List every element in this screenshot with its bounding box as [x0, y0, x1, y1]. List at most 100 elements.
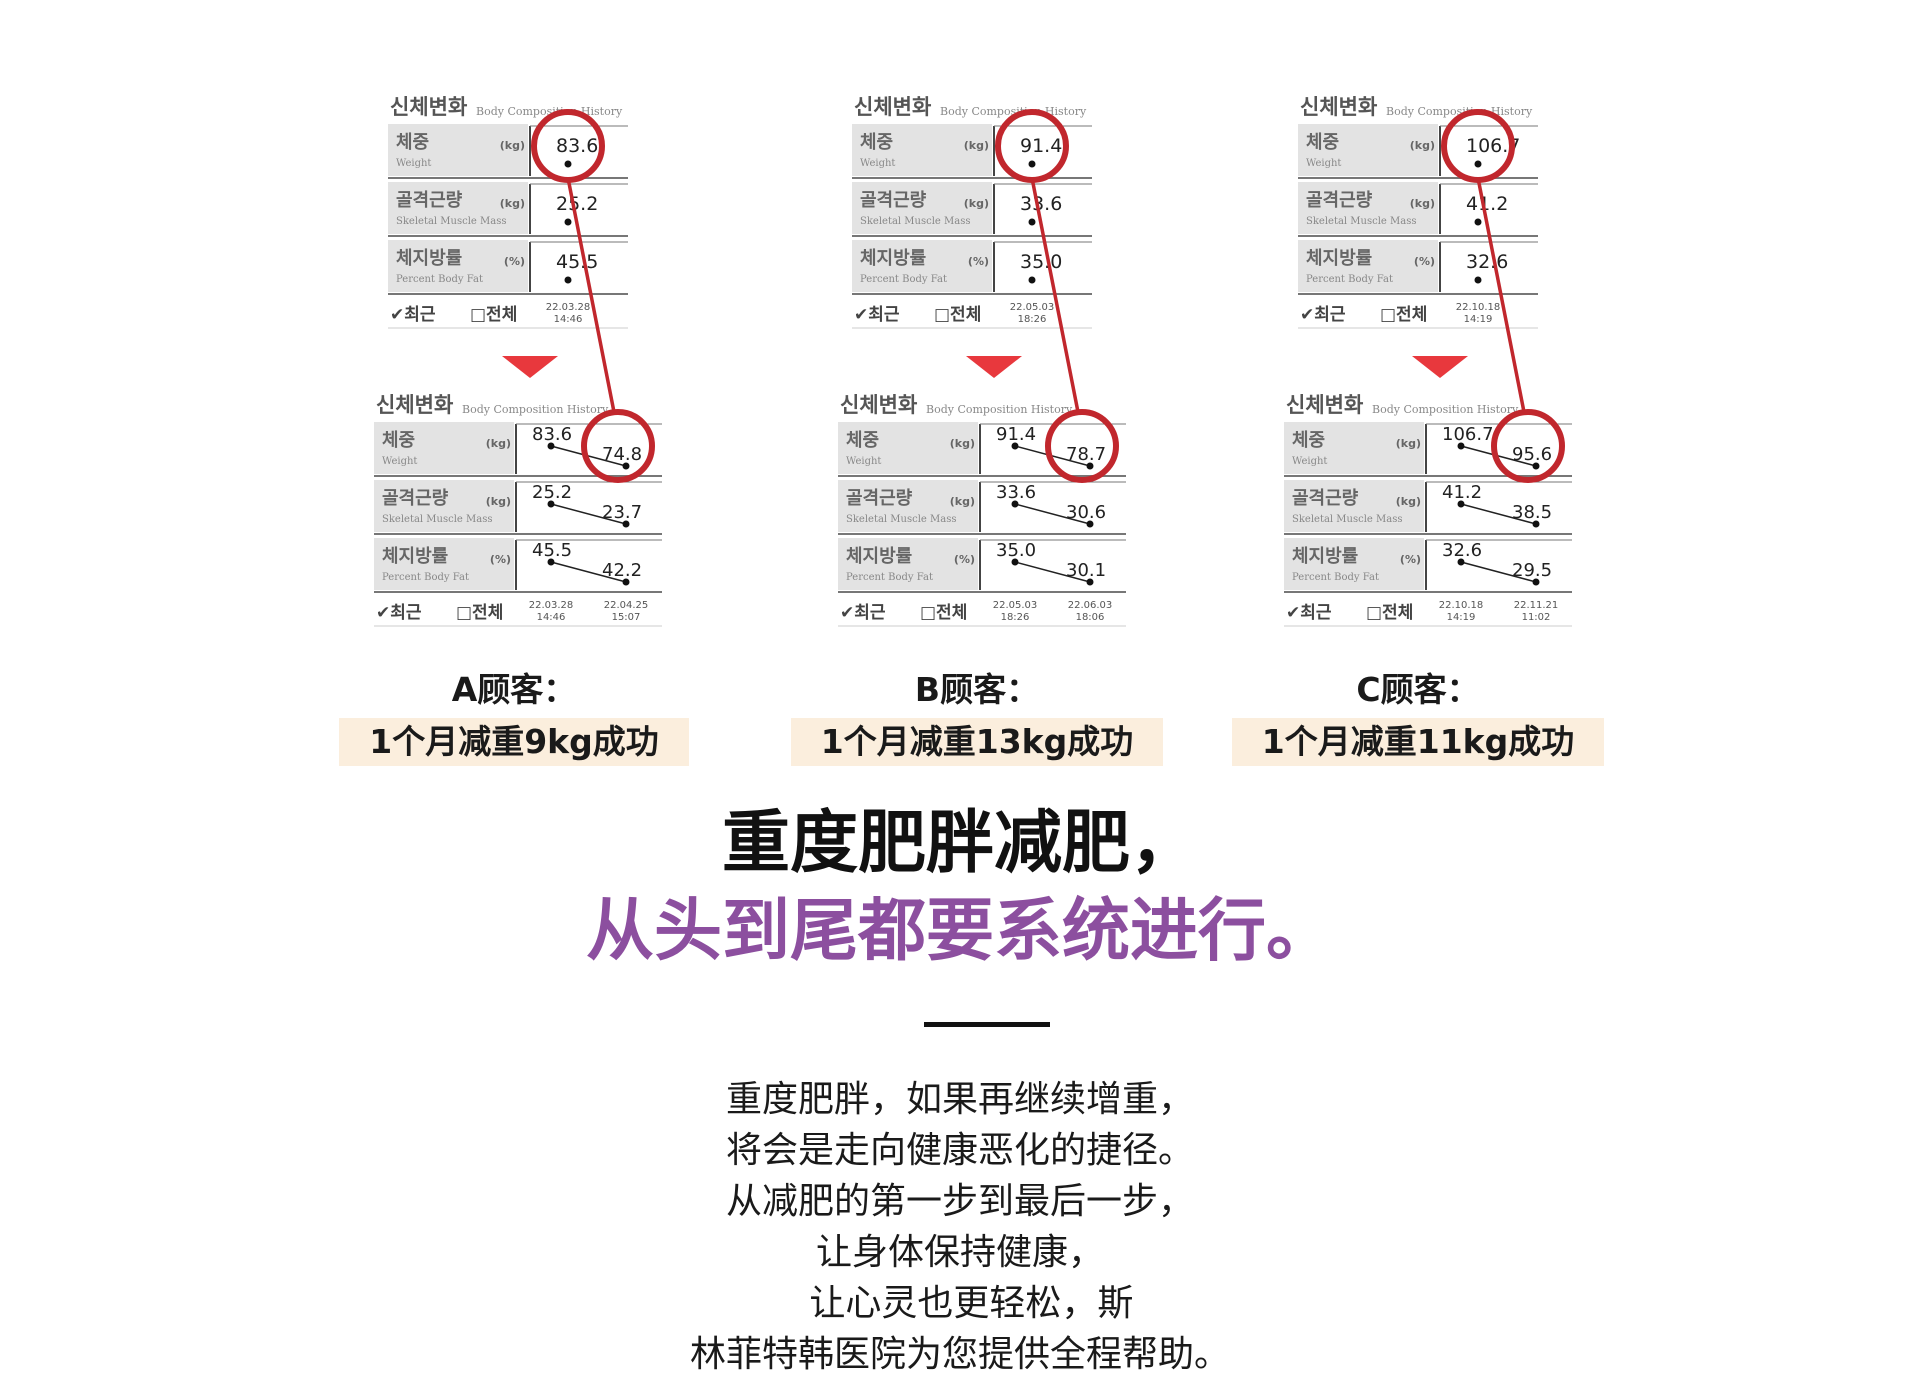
after-unit: (kg) [486, 495, 511, 508]
after-time: 18:06 [1076, 612, 1105, 623]
before-value-weight: 83.6 [556, 135, 598, 157]
after-recent-label: ✔최근 [840, 603, 886, 623]
after-label-ko: 체중 [846, 430, 879, 451]
before-row-bg [852, 124, 992, 176]
after-title-ko: 신체변화 [376, 393, 454, 417]
divider [924, 1022, 1050, 1027]
after-value-pbf: 42.2 [602, 560, 642, 581]
after-label-en: Percent Body Fat [382, 572, 469, 583]
highlight-connector [1030, 177, 1080, 413]
after-prev-value-weight: 106.7 [1442, 424, 1494, 445]
before-unit: (kg) [964, 139, 989, 152]
before-point-weight [1028, 160, 1036, 168]
after-row-bg [1284, 480, 1424, 532]
before-point-weight [564, 160, 572, 168]
customer-c-caption: C顾客： 1个月减重11kg成功 [1198, 668, 1638, 766]
before-title-ko: 신체변화 [1300, 95, 1378, 119]
after-point-weight [622, 462, 630, 470]
after-row-bg [838, 538, 978, 590]
after-point-weight [1532, 462, 1540, 470]
after-value-smm: 38.5 [1512, 502, 1552, 523]
before-weight-highlight-circle [531, 109, 605, 183]
before-time: 14:46 [554, 314, 583, 325]
after-all-label: □전체 [1366, 603, 1413, 623]
before-point-pbf [564, 276, 572, 284]
after-value-pbf: 29.5 [1512, 560, 1552, 581]
before-value-smm: 25.2 [556, 193, 598, 215]
after-row-bg [838, 480, 978, 532]
after-title-en: Body Composition History [1372, 403, 1519, 416]
after-label-ko: 체중 [1292, 430, 1325, 451]
after-title-en: Body Composition History [462, 403, 609, 416]
before-label-ko: 체지방률 [860, 248, 926, 269]
after-point-smm [1086, 520, 1094, 528]
body-line-2: 将会是走向健康恶化的捷径。 [725, 1130, 1194, 1171]
trend-line-pbf [1014, 561, 1091, 583]
before-unit: (kg) [1410, 139, 1435, 152]
after-value-pbf: 30.1 [1066, 560, 1106, 581]
down-arrow-icon [502, 356, 558, 378]
after-prev-time: 14:46 [537, 612, 566, 623]
prev-point-smm [547, 500, 555, 508]
after-label-ko: 체지방률 [1292, 546, 1358, 567]
headline-line-1: 重度肥胖减肥， [721, 804, 1198, 883]
after-prev-value-weight: 91.4 [996, 424, 1036, 445]
after-prev-date: 22.10.18 [1439, 600, 1484, 611]
before-time: 14:19 [1464, 314, 1493, 325]
body-line-5: 让心灵也更轻松，斯 [786, 1283, 1134, 1324]
down-arrow-icon [966, 356, 1022, 378]
before-label-ko: 체중 [1306, 132, 1339, 153]
after-weight-highlight-circle [1045, 409, 1119, 483]
customer-b-result: 1个月减重13kg成功 [790, 718, 1164, 766]
before-unit: (%) [1414, 255, 1435, 268]
after-date: 22.06.03 [1068, 600, 1113, 611]
after-unit: (%) [954, 553, 975, 566]
before-label-en: Weight [1306, 158, 1341, 169]
prev-point-weight [1457, 442, 1465, 450]
before-label-ko: 골격근량 [1306, 190, 1373, 211]
after-label-en: Weight [1292, 456, 1327, 467]
before-label-ko: 체중 [860, 132, 893, 153]
body-line-6: 林菲特韩医院为您提供全程帮助。 [689, 1334, 1230, 1375]
before-row-bg [1298, 124, 1438, 176]
after-prev-value-pbf: 35.0 [996, 540, 1036, 561]
after-unit: (kg) [950, 495, 975, 508]
after-label-ko: 체중 [382, 430, 415, 451]
after-row-bg [374, 480, 514, 532]
after-prev-value-smm: 41.2 [1442, 482, 1482, 503]
before-weight-highlight-circle [1441, 109, 1515, 183]
after-label-en: Weight [846, 456, 881, 467]
after-date: 22.04.25 [604, 600, 649, 611]
after-row-bg [374, 422, 514, 474]
after-prev-value-pbf: 32.6 [1442, 540, 1482, 561]
before-point-smm [1028, 218, 1036, 226]
before-label-ko: 체지방률 [396, 248, 462, 269]
after-recent-label: ✔최근 [376, 603, 422, 623]
prev-point-smm [1011, 500, 1019, 508]
after-title-en: Body Composition History [926, 403, 1073, 416]
after-all-label: □전체 [920, 603, 967, 623]
headline: 重度肥胖减肥， 从头到尾都要系统进行。 [0, 800, 1920, 976]
before-unit: (kg) [500, 197, 525, 210]
after-point-smm [622, 520, 630, 528]
before-row-bg [852, 182, 992, 234]
after-prev-time: 18:26 [1001, 612, 1030, 623]
after-point-weight [1086, 462, 1094, 470]
trend-line-smm [550, 503, 627, 525]
before-recent-label: ✔최근 [1300, 305, 1346, 325]
after-unit: (kg) [1396, 495, 1421, 508]
trend-line-smm [1014, 503, 1091, 525]
before-row-bg [1298, 240, 1438, 292]
before-value-weight: 91.4 [1020, 135, 1062, 157]
before-label-en: Percent Body Fat [1306, 274, 1393, 285]
before-point-weight [1474, 160, 1482, 168]
trend-line-pbf [1460, 561, 1537, 583]
customer-c-result: 1个月减重11kg成功 [1231, 718, 1605, 766]
before-unit: (kg) [1410, 197, 1435, 210]
after-row-bg [838, 422, 978, 474]
before-label-ko: 체중 [396, 132, 429, 153]
after-value-smm: 23.7 [602, 502, 642, 523]
before-time: 18:26 [1018, 314, 1047, 325]
body-text: 重度肥胖，如果再继续增重， 将会是走向健康恶化的捷径。 从减肥的第一步到最后一步… [0, 1074, 1920, 1380]
